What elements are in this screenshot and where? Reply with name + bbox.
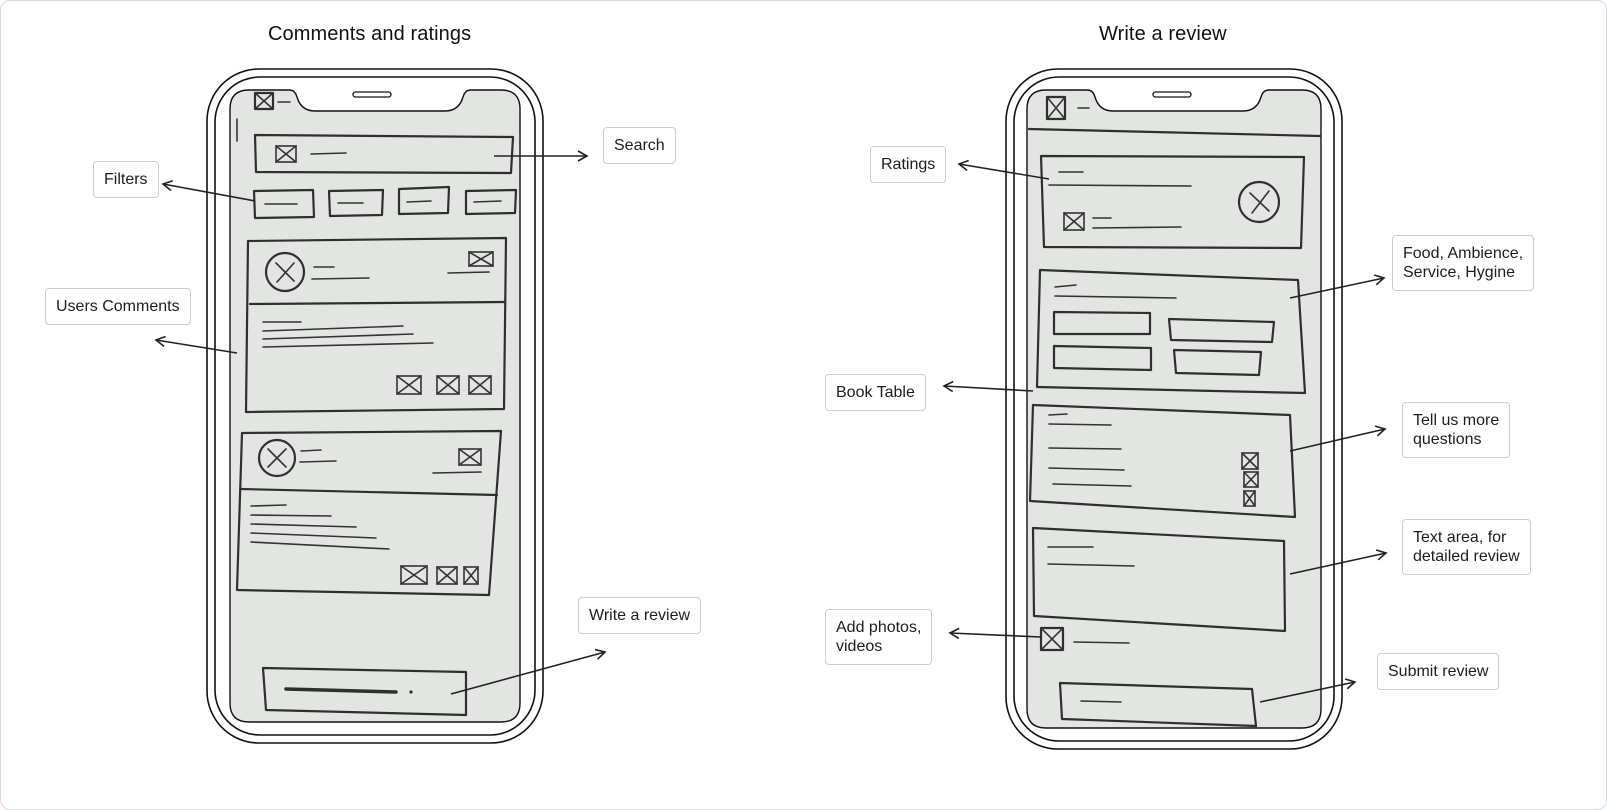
- arrow-to-users-comments: [154, 335, 238, 354]
- label-submit-review: Submit review: [1377, 653, 1500, 690]
- left-arrows: [154, 150, 607, 695]
- label-food-line2: Service, Hygine: [1403, 264, 1516, 281]
- left-filter-chips: [252, 185, 518, 220]
- left-search-bar: [253, 133, 515, 175]
- right-phone-outer-frame: [1005, 68, 1343, 750]
- label-write-review: Write a review: [578, 597, 702, 634]
- arrow-to-submit-review: [1259, 678, 1357, 703]
- left-phone-speaker: [352, 91, 392, 98]
- right-phone-inner-frame: [1013, 76, 1335, 742]
- right-phone-screen: [1026, 89, 1322, 729]
- left-comment-card-1: [244, 236, 508, 414]
- right-submit-button: [1058, 681, 1258, 728]
- arrow-to-text-area: [1289, 549, 1388, 575]
- right-header-divider: [1027, 127, 1322, 138]
- right-top-image-icon: [1045, 95, 1067, 121]
- right-textarea-card: [1031, 526, 1287, 633]
- label-users-comments: Users Comments: [45, 288, 191, 325]
- label-tell-line1: Tell us more: [1413, 412, 1500, 429]
- arrow-to-questions: [1289, 425, 1387, 452]
- right-add-photos-row: [1039, 626, 1130, 652]
- right-questions-card: [1028, 403, 1297, 519]
- left-phone: [206, 68, 544, 744]
- right-arrows: [942, 159, 1388, 703]
- right-panel-title: Write a review: [1099, 23, 1227, 45]
- left-panel-title: Comments and ratings: [268, 23, 472, 45]
- left-phone-sketch: [235, 91, 518, 717]
- label-add-photos: Add photos, videos: [825, 609, 933, 665]
- left-phone-outer-frame: [206, 68, 544, 744]
- label-book-table-text: Book Table: [836, 384, 915, 401]
- label-food-ambience: Food, Ambience, Service, Hygine: [1392, 235, 1535, 291]
- right-phone: [1005, 68, 1343, 750]
- left-write-review-button: [261, 666, 468, 717]
- arrow-to-book-table: [942, 380, 1034, 393]
- label-add-photos-line2: videos: [836, 638, 883, 655]
- label-textarea-line1: Text area, for: [1413, 529, 1507, 546]
- label-tell-line2: questions: [1413, 431, 1482, 448]
- label-add-photos-line1: Add photos,: [836, 619, 922, 636]
- arrow-to-write-review: [450, 648, 607, 695]
- right-phone-sketch: [1027, 95, 1322, 728]
- label-submit-review-text: Submit review: [1388, 663, 1489, 680]
- right-phone-speaker: [1152, 91, 1192, 98]
- right-categories-card: [1035, 268, 1307, 395]
- left-comment-card-2: [235, 429, 503, 597]
- label-food-line1: Food, Ambience,: [1403, 245, 1524, 262]
- left-phone-inner-frame: [214, 76, 536, 736]
- right-ratings-card: [1039, 154, 1306, 250]
- left-top-image-icon: [253, 91, 275, 111]
- label-search-text: Search: [614, 137, 665, 154]
- label-textarea-line2: detailed review: [1413, 548, 1520, 565]
- label-users-comments-text: Users Comments: [56, 298, 180, 315]
- label-book-table: Book Table: [825, 374, 926, 411]
- arrow-to-filters: [161, 179, 256, 202]
- left-phone-screen: [229, 89, 521, 723]
- label-filters-text: Filters: [104, 171, 148, 188]
- label-tell-us-more: Tell us more questions: [1402, 402, 1511, 458]
- label-write-review-text: Write a review: [589, 607, 691, 624]
- label-text-area: Text area, for detailed review: [1402, 519, 1531, 575]
- label-ratings: Ratings: [870, 146, 947, 183]
- label-search: Search: [603, 127, 676, 164]
- label-ratings-text: Ratings: [881, 156, 936, 173]
- arrow-to-ratings: [957, 159, 1050, 180]
- arrow-to-categories: [1289, 274, 1386, 299]
- arrow-to-add-photos: [948, 627, 1042, 640]
- label-filters: Filters: [93, 161, 159, 198]
